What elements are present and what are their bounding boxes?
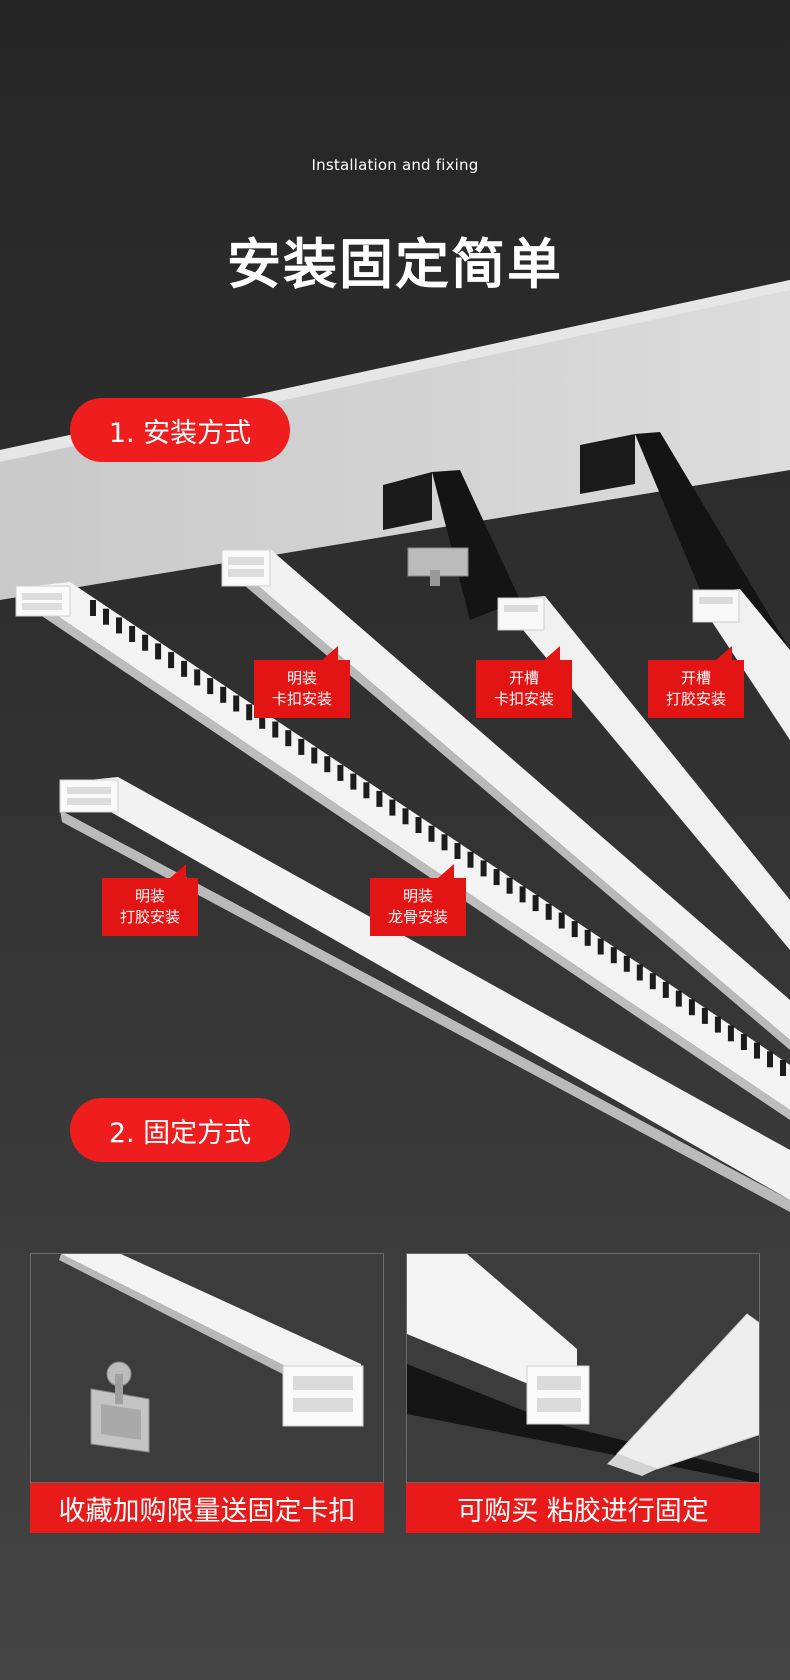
keel-clip <box>272 721 279 738</box>
keel-clip <box>623 955 630 972</box>
keel-clip <box>480 860 487 877</box>
profile-a-end-slot-2 <box>22 603 62 610</box>
keel-clip <box>662 981 669 998</box>
profile-c-end-slot <box>504 605 538 612</box>
page-title: 安装固定简单 <box>227 233 563 296</box>
fixing-methods-pill: 2. 固定方式 <box>70 1098 290 1162</box>
keel-clip <box>740 1034 747 1050</box>
keel-clip <box>428 825 435 842</box>
keel-clip <box>727 1025 734 1042</box>
keel-clip <box>402 808 409 825</box>
keel-clip <box>337 764 344 781</box>
profile-b-side <box>222 555 790 1050</box>
keel-clip <box>441 834 448 851</box>
keel-clip <box>519 886 526 903</box>
keel-clip <box>324 756 331 773</box>
keel-clip <box>155 643 162 660</box>
callout-groove-glue: 开槽 打胶安装 <box>648 646 744 718</box>
profile-e-top <box>60 777 790 1200</box>
callout-surface-clip: 明装 卡扣安装 <box>254 646 350 718</box>
ceiling-plane <box>0 280 790 600</box>
keel-clip <box>558 912 565 929</box>
keel-clip <box>493 869 500 886</box>
keel-clip <box>259 712 266 729</box>
callout-groove-clip: 开槽 卡扣安装 <box>476 646 572 718</box>
keel-clip <box>506 877 513 894</box>
keel-clip <box>233 695 240 712</box>
keel-clip <box>246 704 253 721</box>
keel-clip <box>116 617 122 634</box>
keel-clip <box>142 634 149 651</box>
keel-clip <box>363 782 370 799</box>
profile-b-end-slot-2 <box>228 569 264 577</box>
profile-c-end <box>497 597 545 631</box>
keel-clip <box>389 799 396 816</box>
keel-clip <box>545 903 552 920</box>
keel-clip <box>285 730 292 747</box>
keel-clip <box>129 626 136 642</box>
profile-e-side <box>60 810 790 1212</box>
install-methods-pill: 1. 安装方式 <box>70 398 290 462</box>
callout-surface-keel: 明装 龙骨安装 <box>370 864 466 936</box>
profile-d-end-slot <box>699 597 733 604</box>
keel-clip <box>532 895 539 912</box>
keel-clip <box>584 929 591 946</box>
profile-a-top <box>16 582 790 1110</box>
keel-clip <box>207 678 214 695</box>
keel-clips <box>90 600 786 1076</box>
clip-bracket-icon <box>59 1254 364 1453</box>
keel-clip <box>780 1060 786 1076</box>
caption-glue-fixing: 可购买 粘胶进行固定 <box>406 1483 760 1533</box>
profile-a-side <box>16 588 790 1120</box>
keel-clip <box>597 938 604 955</box>
keel-clip <box>467 851 474 868</box>
keel-clip <box>311 747 318 764</box>
profile-a-end <box>15 585 71 617</box>
keel-clip <box>181 660 188 677</box>
keel-clip <box>350 773 357 790</box>
caption-clip-fixing: 收藏加购限量送固定卡扣 <box>30 1483 384 1533</box>
profile-e-end <box>59 779 119 813</box>
keel-clip <box>571 921 578 938</box>
keel-clip <box>376 790 383 807</box>
keel-clip <box>636 964 643 981</box>
section-subtitle: Installation and fixing <box>311 156 479 174</box>
keel-clip <box>649 973 656 990</box>
panel-clip-fixing <box>30 1253 384 1483</box>
profile-e-end-slot-2 <box>67 798 111 805</box>
keel-clip <box>103 608 109 625</box>
keel-clip <box>194 669 201 686</box>
keel-clip <box>767 1051 773 1068</box>
panel-glue-fixing <box>406 1253 760 1483</box>
groove-bracket-screw <box>430 570 440 586</box>
keel-clip <box>90 600 96 616</box>
keel-clip <box>298 738 305 755</box>
groove-1 <box>383 472 432 530</box>
profile-d-end <box>692 589 740 623</box>
callout-surface-glue: 明装 打胶安装 <box>102 864 198 936</box>
keel-clip <box>220 686 227 703</box>
glue-tube-icon <box>407 1254 759 1482</box>
keel-clip <box>675 990 682 1007</box>
keel-clip <box>754 1042 760 1059</box>
keel-clip <box>415 817 422 833</box>
profile-a-end-slot <box>22 593 62 600</box>
profile-e-end-slot <box>67 787 111 794</box>
profile-b-top <box>222 549 790 1040</box>
keel-clip <box>454 843 461 859</box>
groove-2 <box>580 434 635 494</box>
profile-b-end <box>221 549 271 587</box>
keel-clip <box>168 652 175 669</box>
groove-1-depth <box>432 470 520 620</box>
keel-clip <box>714 1016 721 1033</box>
keel-clip <box>701 1007 708 1024</box>
keel-clip <box>610 947 617 964</box>
keel-clip <box>688 999 695 1016</box>
profile-b-end-slot <box>228 557 264 565</box>
